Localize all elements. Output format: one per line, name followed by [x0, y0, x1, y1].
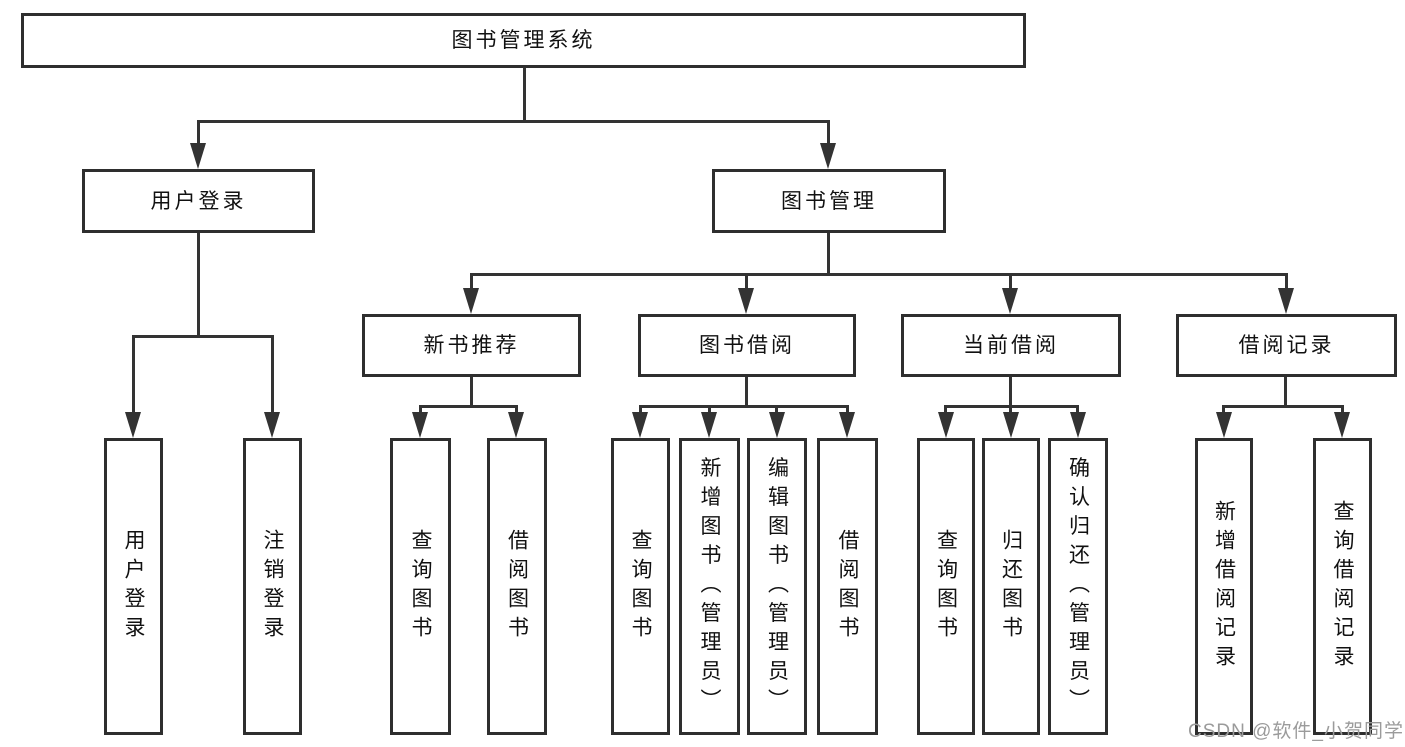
- node-label: 用户登录: [150, 189, 247, 213]
- node-label: 图书借阅: [699, 334, 795, 357]
- leaf-query-books-1: 查询图书: [390, 438, 451, 735]
- connector-line: [1009, 377, 1012, 405]
- leaf-label: 确认归还（管理员）: [1066, 456, 1090, 717]
- leaf-label: 查询图书: [934, 528, 958, 645]
- connector-line: [708, 405, 711, 415]
- leaf-borrow-books-2: 借阅图书: [817, 438, 878, 735]
- connector-line: [132, 335, 135, 414]
- connector-line: [271, 335, 274, 414]
- node-borrowing-records: 借阅记录: [1176, 314, 1397, 377]
- leaf-add-borrow-record: 新增借阅记录: [1195, 438, 1253, 735]
- connector-line: [1076, 405, 1079, 415]
- connector-line: [470, 273, 1288, 276]
- arrow-down-icon: [632, 412, 648, 438]
- leaf-return-books: 归还图书: [982, 438, 1040, 735]
- node-current-borrowing: 当前借阅: [901, 314, 1121, 377]
- connector-line: [1341, 405, 1344, 415]
- arrow-down-icon: [463, 288, 479, 314]
- leaf-label: 新增借阅记录: [1212, 499, 1236, 674]
- leaf-label: 借阅图书: [836, 528, 859, 645]
- connector-line: [515, 405, 518, 415]
- node-new-book-recommendation: 新书推荐: [362, 314, 581, 377]
- arrow-down-icon: [701, 412, 717, 438]
- leaf-label: 查询图书: [409, 528, 432, 645]
- node-label: 当前借阅: [963, 334, 1059, 357]
- leaf-query-books-3: 查询图书: [917, 438, 975, 735]
- arrow-down-icon: [769, 412, 785, 438]
- connector-line: [470, 273, 473, 290]
- connector-line: [745, 273, 748, 290]
- leaf-label: 借阅图书: [505, 528, 529, 645]
- connector-line: [1222, 405, 1225, 415]
- arrow-down-icon: [508, 412, 524, 438]
- arrow-down-icon: [938, 412, 954, 438]
- leaf-query-books-2: 查询图书: [611, 438, 670, 735]
- node-book-borrowing: 图书借阅: [638, 314, 856, 377]
- leaf-logout: 注销登录: [243, 438, 302, 735]
- arrow-down-icon: [264, 412, 280, 438]
- connector-line: [197, 233, 200, 335]
- connector-line: [944, 405, 947, 415]
- arrow-down-icon: [1003, 412, 1019, 438]
- leaf-label: 新增图书（管理员）: [698, 456, 721, 717]
- leaf-borrow-books-1: 借阅图书: [487, 438, 547, 735]
- leaf-confirm-return-admin: 确认归还（管理员）: [1048, 438, 1108, 735]
- connector-line: [639, 405, 849, 408]
- connector-line: [470, 377, 473, 405]
- node-user-login: 用户登录: [82, 169, 315, 233]
- leaf-label: 归还图书: [999, 528, 1023, 645]
- arrow-down-icon: [1216, 412, 1232, 438]
- leaf-label: 注销登录: [261, 528, 284, 645]
- connector-line: [745, 377, 748, 405]
- connector-line: [419, 405, 422, 415]
- arrow-down-icon: [839, 412, 855, 438]
- csdn-watermark: CSDN @软件_小贺同学: [1188, 721, 1404, 742]
- connector-line: [523, 67, 526, 120]
- leaf-query-borrow-record: 查询借阅记录: [1313, 438, 1372, 735]
- connector-line: [1222, 405, 1344, 408]
- node-label: 借阅记录: [1238, 334, 1335, 357]
- node-label: 新书推荐: [423, 334, 520, 357]
- arrow-down-icon: [1070, 412, 1086, 438]
- leaf-user-login: 用户登录: [104, 438, 163, 735]
- connector-line: [846, 405, 849, 415]
- node-label: 图书管理: [781, 189, 877, 213]
- leaf-label: 查询图书: [629, 528, 652, 645]
- arrow-down-icon: [820, 143, 836, 169]
- connector-line: [419, 405, 518, 408]
- node-label: 图书管理系统: [451, 29, 596, 52]
- arrow-down-icon: [1278, 288, 1294, 314]
- leaf-label: 编辑图书（管理员）: [765, 456, 789, 717]
- node-book-management: 图书管理: [712, 169, 946, 233]
- arrow-down-icon: [190, 143, 206, 169]
- connector-line: [1285, 273, 1288, 290]
- arrow-down-icon: [1002, 288, 1018, 314]
- connector-line: [775, 405, 778, 415]
- connector-line: [197, 120, 200, 148]
- leaf-label: 查询借阅记录: [1331, 499, 1354, 674]
- connector-line: [827, 233, 830, 273]
- connector-line: [1284, 377, 1287, 405]
- arrow-down-icon: [738, 288, 754, 314]
- leaf-label: 用户登录: [122, 528, 145, 645]
- arrow-down-icon: [1334, 412, 1350, 438]
- connector-line: [827, 120, 830, 148]
- node-library-management-system: 图书管理系统: [21, 13, 1026, 68]
- connector-line: [1009, 273, 1012, 290]
- arrow-down-icon: [125, 412, 141, 438]
- arrow-down-icon: [412, 412, 428, 438]
- connector-line: [1009, 405, 1012, 415]
- leaf-edit-book-admin: 编辑图书（管理员）: [747, 438, 807, 735]
- connector-line: [132, 335, 274, 338]
- connector-line: [639, 405, 642, 415]
- connector-line: [197, 120, 830, 123]
- leaf-add-book-admin: 新增图书（管理员）: [679, 438, 740, 735]
